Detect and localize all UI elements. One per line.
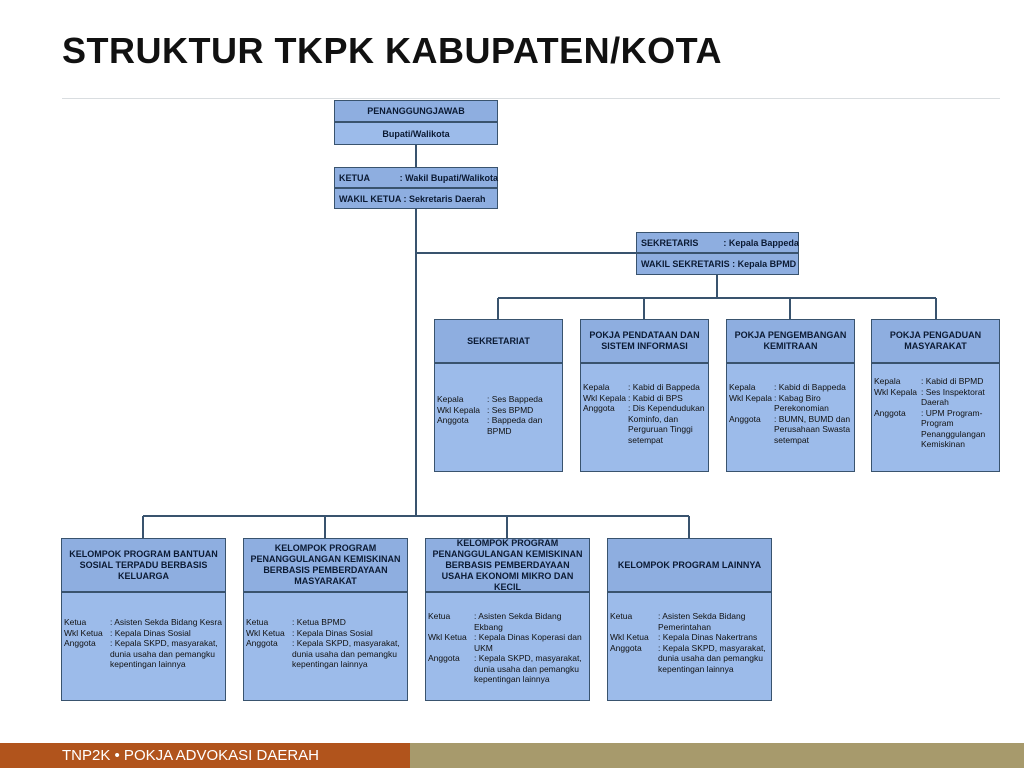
kelompok-row: Anggota: Kepala SKPD, masyarakat, dunia … <box>64 638 218 669</box>
pokja-row: Anggota: UPM Program-Program Penanggulan… <box>874 407 986 450</box>
pokja-row: Kepala: Ses Bappeda <box>437 394 543 404</box>
penanggungjawab-value: Bupati/Walikota <box>334 122 498 145</box>
kelompok-row: Ketua: Asisten Sekda Bidang Kesra <box>64 617 222 627</box>
pokja-row: Wkl Kepala: Kabid di BPS <box>583 392 683 403</box>
kelompok-row: Ketua: Ketua BPMD <box>246 617 346 627</box>
pokja-row: Anggota: BUMN, BUMD dan Perusahaan Swast… <box>729 413 851 445</box>
kelompok-row: Ketua: Asisten Sekda Bidang Ekbang <box>428 611 562 632</box>
ketua-row: KETUA : Wakil Bupati/Walikota <box>334 167 498 188</box>
footer-text: TNP2K • POKJA ADVOKASI DAERAH <box>62 747 319 764</box>
footer-bar-left <box>0 743 410 768</box>
pokja-pengaduan-body: Kepala: Kabid di BPMD Wkl Kepala: Ses In… <box>871 363 1000 472</box>
wakil-sekretaris-row: WAKIL SEKRETARIS : Kepala BPMD <box>636 253 799 275</box>
pokja-row: Kepala: Kabid di Bappeda <box>583 382 700 392</box>
pokja-pengaduan-title: POKJA PENGADUAN MASYARAKAT <box>871 319 1000 363</box>
pokja-row: Wkl Kepala: Ses Inspektorat Daerah <box>874 386 985 408</box>
pokja-kemitraan-title: POKJA PENGEMBANGAN KEMITRAAN <box>726 319 855 363</box>
kelompok-row: Ketua: Asisten Sekda Bidang Pemerintahan <box>610 611 746 632</box>
penanggungjawab-header: PENANGGUNGJAWAB <box>334 100 498 122</box>
page-title: STRUKTUR TKPK KABUPATEN/KOTA <box>62 30 722 71</box>
kelompok-ekonomi-title: KELOMPOK PROGRAM PENANGGULANGAN KEMISKIN… <box>425 538 590 592</box>
kelompok-bansos-body: Ketua: Asisten Sekda Bidang Kesra Wkl Ke… <box>61 592 226 701</box>
pokja-row: Wkl Kepala: Ses BPMD <box>437 404 534 415</box>
kelompok-bansos-title: KELOMPOK PROGRAM BANTUAN SOSIAL TERPADU … <box>61 538 226 592</box>
kelompok-row: Wkl Ketua: Kepala Dinas Koperasi dan UKM <box>428 632 582 653</box>
kelompok-row: Anggota: Kepala SKPD, masyarakat, dunia … <box>428 653 582 684</box>
kelompok-row: Wkl Ketua: Kepala Dinas Sosial <box>64 627 191 638</box>
kelompok-row: Anggota: Kepala SKPD, masyarakat, dunia … <box>246 638 400 669</box>
kelompok-row: Wkl Ketua: Kepala Dinas Nakertrans <box>610 632 758 642</box>
title-divider <box>62 98 1000 99</box>
sekretaris-row: SEKRETARIS : Kepala Bappeda <box>636 232 799 253</box>
pokja-kemitraan-body: Kepala: Kabid di Bappeda Wkl Kepala: Kab… <box>726 363 855 472</box>
pokja-sekretariat-title: SEKRETARIAT <box>434 319 563 363</box>
pokja-pendataan-body: Kepala: Kabid di Bappeda Wkl Kepala: Kab… <box>580 363 709 472</box>
pokja-pendataan-title: POKJA PENDATAAN DAN SISTEM INFORMASI <box>580 319 709 363</box>
pokja-row: Wkl Kepala: Kabag Biro Perekonomian <box>729 392 829 414</box>
kelompok-lainnya-body: Ketua: Asisten Sekda Bidang Pemerintahan… <box>607 592 772 701</box>
kelompok-ekonomi-body: Ketua: Asisten Sekda Bidang Ekbang Wkl K… <box>425 592 590 701</box>
kelompok-pemberdayaan-title: KELOMPOK PROGRAM PENANGGULANGAN KEMISKIN… <box>243 538 408 592</box>
pokja-row: Anggota: Bappeda dan BPMD <box>437 415 543 436</box>
pokja-row: Kepala: Kabid di BPMD <box>874 376 984 386</box>
footer-bar-right <box>410 743 1024 768</box>
kelompok-pemberdayaan-body: Ketua: Ketua BPMD Wkl Ketua: Kepala Dina… <box>243 592 408 701</box>
kelompok-row: Wkl Ketua: Kepala Dinas Sosial <box>246 627 373 638</box>
pokja-sekretariat-body: Kepala: Ses Bappeda Wkl Kepala: Ses BPMD… <box>434 363 563 472</box>
pokja-row: Anggota: Dis Kependudukan Kominfo, dan P… <box>583 403 705 445</box>
pokja-row: Kepala: Kabid di Bappeda <box>729 382 846 392</box>
kelompok-lainnya-title: KELOMPOK PROGRAM LAINNYA <box>607 538 772 592</box>
kelompok-row: Anggota: Kepala SKPD, masyarakat, dunia … <box>610 642 766 674</box>
wakil-ketua-row: WAKIL KETUA : Sekretaris Daerah <box>334 188 498 209</box>
